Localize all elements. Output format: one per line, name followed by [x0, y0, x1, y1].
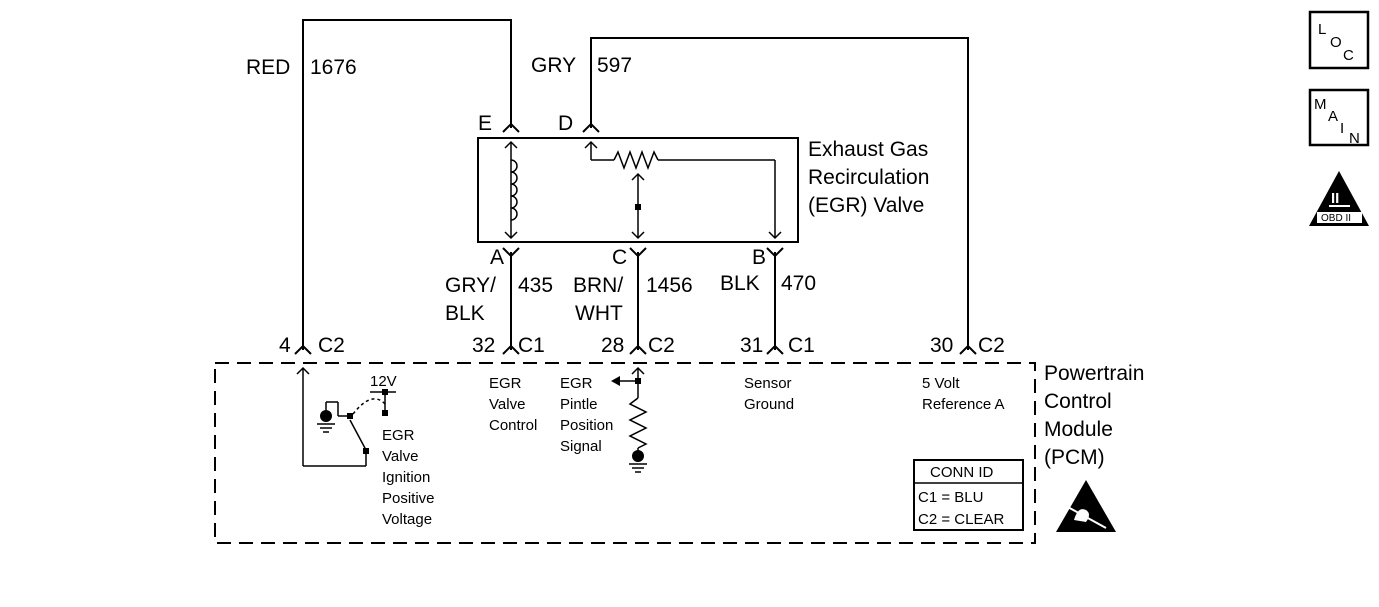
pcm-title-line1: Powertrain [1044, 362, 1144, 385]
egr-title-line1: Exhaust Gas [808, 138, 928, 161]
pcm-ignition-circuit [296, 366, 396, 467]
wire-gry-color: GRY [531, 54, 576, 77]
ignition-label-4: Positive [382, 490, 435, 507]
wire-red-color: RED [246, 56, 290, 79]
sensor-ground-label-2: Ground [744, 396, 794, 413]
ignition-label-1: EGR [382, 427, 415, 444]
pcm-pin-4-number: 4 [279, 334, 291, 357]
pcm-pin-31-number: 31 [740, 334, 763, 357]
main-icon-m: M [1314, 96, 1327, 113]
pcm-pin-31-conn: C1 [788, 334, 815, 357]
pcm-title-line2: Control [1044, 390, 1112, 413]
wire-gry-circuit: 597 [597, 54, 632, 77]
wire-gry-blk-color-2: BLK [445, 302, 485, 325]
pcm-pin-28-conn: C2 [648, 334, 675, 357]
egr-title-line3: (EGR) Valve [808, 194, 924, 217]
wire-blk-color: BLK [720, 272, 760, 295]
pintle-label-3: Position [560, 417, 613, 434]
pcm-pin-4-chevron [294, 344, 312, 355]
loc-icon[interactable]: L O C [1308, 10, 1370, 70]
ignition-label-3: Ignition [382, 469, 430, 486]
obd-ii-icon[interactable]: II OBD II [1309, 171, 1369, 226]
pcm-box [214, 362, 1036, 544]
conn-id-box: CONN ID C1 = BLU C2 = CLEAR [913, 459, 1024, 531]
sensor-ground-label-1: Sensor [744, 375, 792, 392]
obd-ii-text: OBD II [1321, 213, 1351, 224]
pcm-pintle-signal-circuit [611, 366, 648, 473]
connector-b-chevron [766, 247, 784, 258]
main-icon-i: I [1340, 120, 1344, 137]
wire-brn-wht-color-1: BRN/ [573, 274, 623, 297]
egr-solenoid-coil [504, 140, 518, 240]
ref-label-2: Reference A [922, 396, 1005, 413]
wire-red-circuit: 1676 [310, 56, 357, 79]
wire-brn-wht-color-2: WHT [575, 302, 623, 325]
conn-id-title: CONN ID [930, 464, 994, 481]
pintle-label-4: Signal [560, 438, 602, 455]
wire-gry-597 [590, 37, 969, 350]
pcm-title-line4: (PCM) [1044, 446, 1105, 469]
main-icon-a: A [1328, 108, 1338, 125]
voltage-12v-label: 12V [370, 373, 397, 390]
pcm-pin-32-conn: C1 [518, 334, 545, 357]
pcm-pin-32-chevron [502, 344, 520, 355]
connector-e-chevron [502, 122, 520, 133]
main-icon-n: N [1349, 130, 1360, 147]
main-icon[interactable]: M A I N [1308, 88, 1370, 147]
pcm-pin-30-chevron [959, 344, 977, 355]
egr-pintle-potentiometer [584, 140, 782, 240]
pcm-pin-28-chevron [629, 344, 647, 355]
wire-red-1676 [302, 19, 512, 350]
conn-id-line2: C2 = CLEAR [918, 511, 1004, 528]
terminal-d-label: D [558, 112, 573, 135]
terminal-b-label: B [752, 246, 766, 269]
pintle-label-2: Pintle [560, 396, 598, 413]
wire-gry-blk-color-1: GRY/ [445, 274, 496, 297]
pintle-label-1: EGR [560, 375, 593, 392]
esd-sensitive-icon [1056, 480, 1116, 532]
terminal-c-label: C [612, 246, 627, 269]
ref-label-1: 5 Volt [922, 375, 960, 392]
conn-id-line1: C1 = BLU [918, 489, 983, 506]
wire-blk-circuit: 470 [781, 272, 816, 295]
pcm-pin-31-chevron [766, 344, 784, 355]
ignition-label-2: Valve [382, 448, 418, 465]
valve-control-label-1: EGR [489, 375, 522, 392]
egr-title-line2: Recirculation [808, 166, 929, 189]
wire-brn-wht-circuit: 1456 [646, 274, 693, 297]
obd-ii-roman: II [1331, 190, 1339, 207]
pcm-pin-28-number: 28 [601, 334, 624, 357]
pcm-pin-32-number: 32 [472, 334, 495, 357]
terminal-a-label: A [490, 246, 504, 269]
connector-d-chevron [582, 122, 600, 133]
valve-control-label-3: Control [489, 417, 537, 434]
connector-c-chevron [629, 247, 647, 258]
terminal-e-label: E [478, 112, 492, 135]
loc-icon-c: C [1343, 47, 1354, 64]
valve-control-label-2: Valve [489, 396, 525, 413]
ignition-label-5: Voltage [382, 511, 432, 528]
pcm-title-line3: Module [1044, 418, 1113, 441]
loc-icon-l: L [1318, 21, 1326, 38]
loc-icon-o: O [1330, 34, 1342, 51]
pcm-pin-4-conn: C2 [318, 334, 345, 357]
egr-valve-box [477, 137, 799, 243]
wire-gry-blk-circuit: 435 [518, 274, 553, 297]
connector-a-chevron [502, 247, 520, 258]
pcm-pin-30-number: 30 [930, 334, 953, 357]
pcm-pin-30-conn: C2 [978, 334, 1005, 357]
